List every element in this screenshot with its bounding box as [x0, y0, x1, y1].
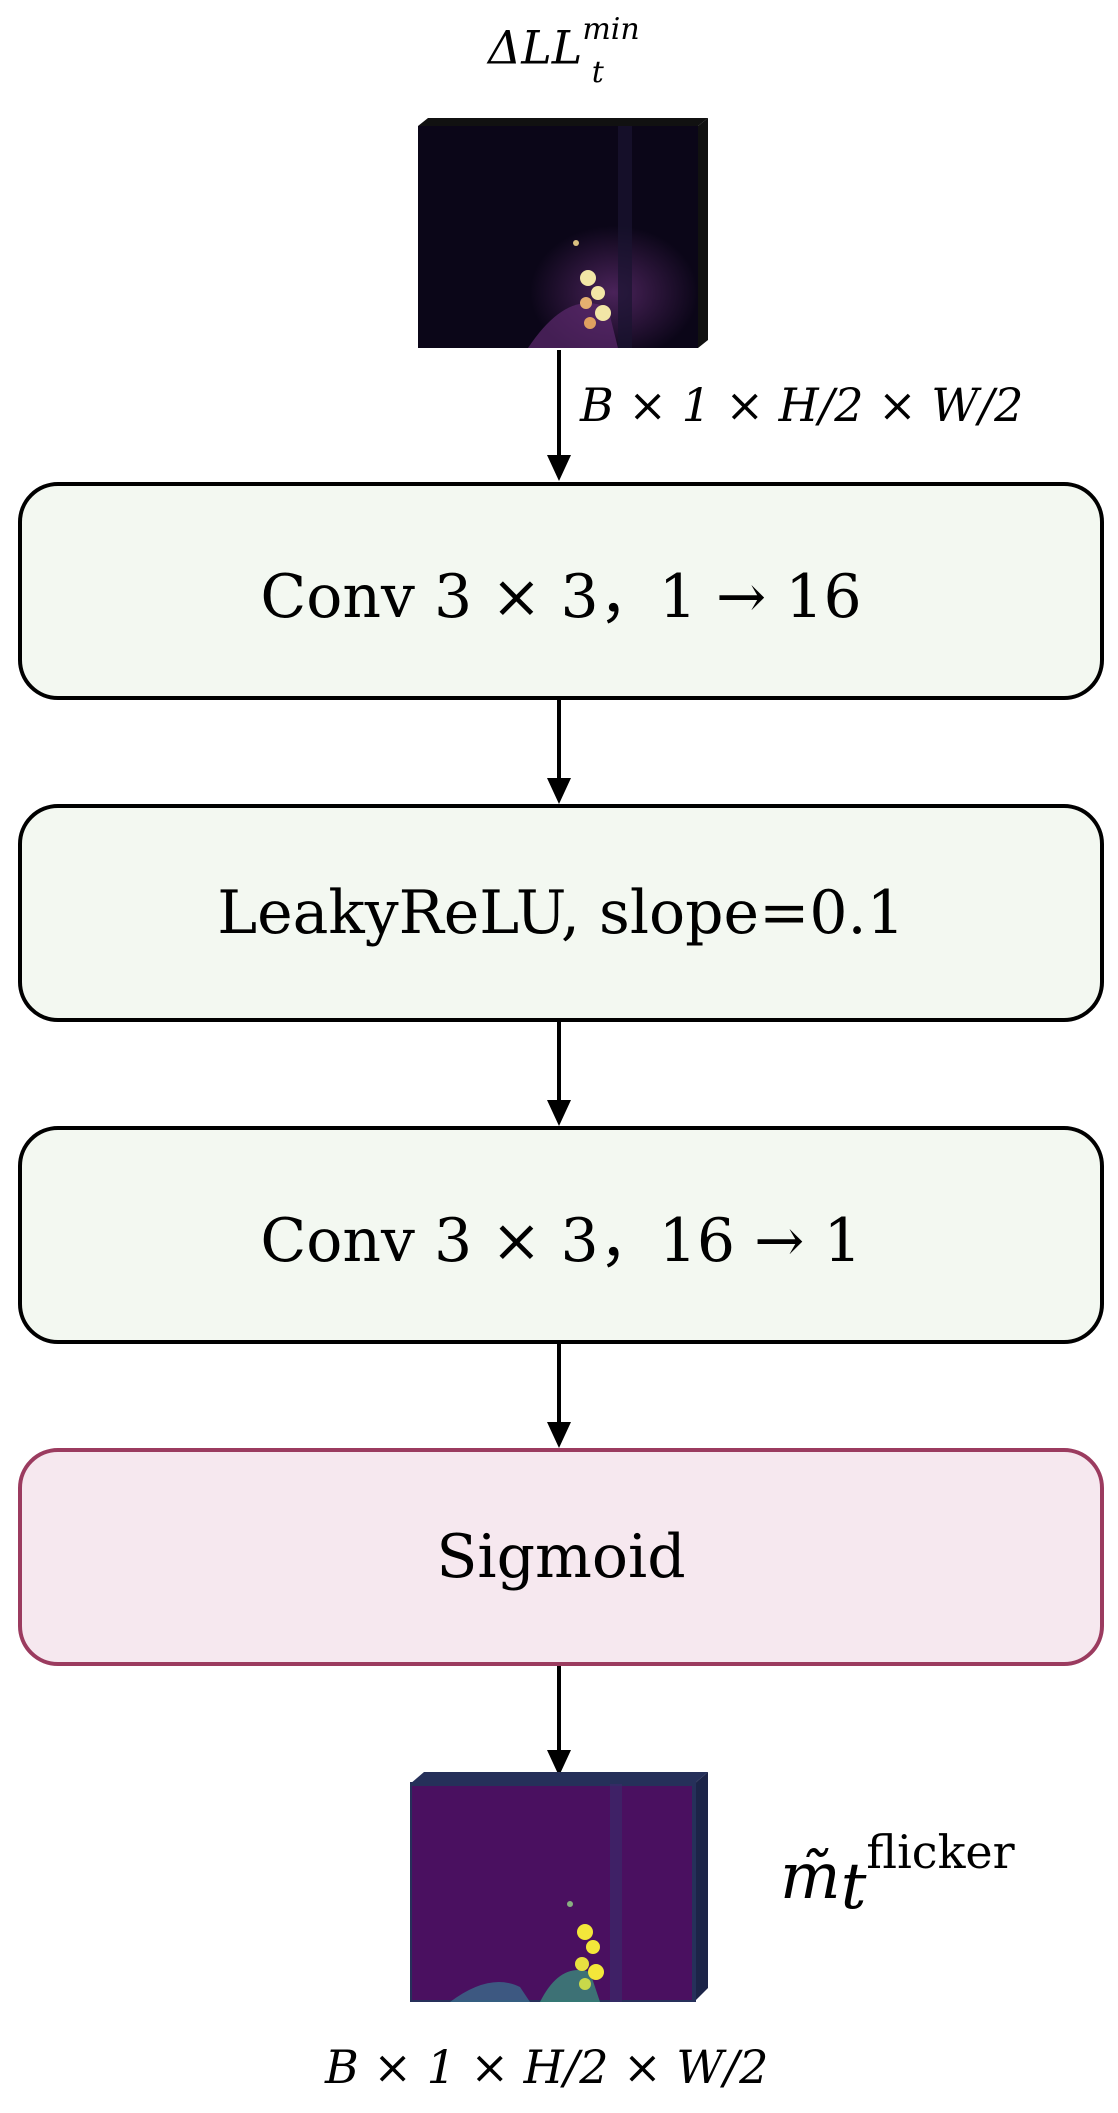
- input-label-sub: t: [591, 54, 604, 90]
- output-label-sup: flicker: [866, 1825, 1015, 1879]
- conv2-block: Conv 3 × 3，16 → 1: [18, 1126, 1104, 1344]
- arrow-conv2-to-sigmoid: [557, 1344, 561, 1424]
- conv1-block: Conv 3 × 3，1 → 16: [18, 482, 1104, 700]
- arrowhead-1: [547, 455, 571, 481]
- input-dims-label: B × 1 × H/2 × W/2: [580, 378, 1024, 432]
- output-label: m̃tflicker: [780, 1825, 1015, 1924]
- conv2-label: Conv 3 × 3，16 → 1: [260, 1205, 862, 1276]
- arrow-input-to-conv1: [557, 350, 561, 460]
- sigmoid-block: Sigmoid: [18, 1448, 1104, 1666]
- input-label-sup: min: [582, 12, 640, 47]
- output-label-sub: t: [840, 1850, 867, 1924]
- input-label-base: ΔLL: [488, 20, 583, 75]
- arrowhead-3: [547, 1100, 571, 1126]
- leakyrelu-label: LeakyReLU, slope=0.1: [217, 878, 905, 948]
- arrow-conv1-to-leakyrelu: [557, 700, 561, 780]
- sigmoid-label: Sigmoid: [436, 1522, 686, 1592]
- arrowhead-2: [547, 778, 571, 804]
- output-dims-label: B × 1 × H/2 × W/2: [325, 2040, 769, 2094]
- output-label-base: m̃: [780, 1840, 841, 1914]
- input-feature-map-image: [418, 118, 708, 348]
- input-label: ΔLLmin t: [488, 12, 652, 90]
- arrowhead-4: [547, 1422, 571, 1448]
- arrow-sigmoid-to-output: [557, 1666, 561, 1754]
- arrow-leakyrelu-to-conv2: [557, 1022, 561, 1102]
- leakyrelu-block: LeakyReLU, slope=0.1: [18, 804, 1104, 1022]
- output-feature-map-image: [410, 1772, 708, 2002]
- arrowhead-5: [547, 1750, 571, 1776]
- conv1-label: Conv 3 × 3，1 → 16: [260, 561, 862, 632]
